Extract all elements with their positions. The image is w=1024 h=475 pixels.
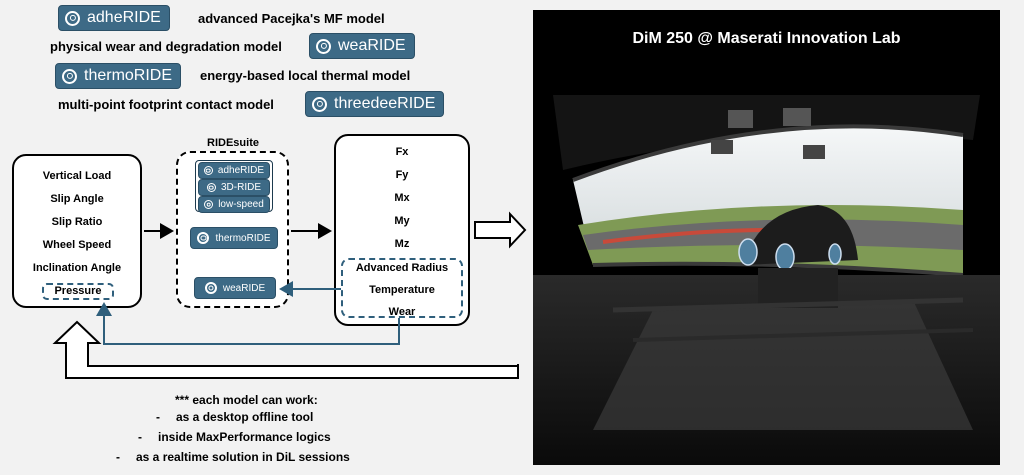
group-adheride-label: adheRIDE xyxy=(217,165,265,176)
tire-icon xyxy=(197,232,210,244)
car-wheel-right xyxy=(828,243,842,265)
thermoride-badge-label: thermoRIDE xyxy=(84,67,173,84)
note-bullet-1: - xyxy=(156,410,160,424)
suite-wearide-label: weaRIDE xyxy=(222,282,266,294)
thermoride-description: energy-based local thermal model xyxy=(200,68,411,83)
tire-icon xyxy=(65,10,80,26)
note-text-2: inside MaxPerformance logics xyxy=(158,430,331,444)
output-fx: Fx xyxy=(395,146,409,158)
output-advanced-radius: Advanced Radius xyxy=(355,262,449,274)
input-vertical-load: Vertical Load xyxy=(42,170,112,182)
pressure-dashed-box xyxy=(42,283,114,300)
arrow-wear-to-pressure xyxy=(96,302,400,345)
adheride-description: advanced Pacejka's MF model xyxy=(198,11,385,26)
tire-icon xyxy=(206,183,216,192)
note-bullet-3: - xyxy=(116,450,120,464)
group-3d-ride: 3D-RIDE xyxy=(198,179,270,196)
adheride-badge-label: adheRIDE xyxy=(87,9,161,26)
platform xyxy=(593,300,973,430)
diagram-connectors xyxy=(52,211,527,379)
note-text-1: as a desktop offline tool xyxy=(176,410,314,424)
threedeeride-badge: threedeeRIDE xyxy=(305,91,445,117)
projector-2 xyxy=(783,108,811,126)
input-slip-ratio: Slip Ratio xyxy=(51,216,103,228)
notes-header: *** each model can work: xyxy=(175,393,318,407)
output-fy: Fy xyxy=(395,169,409,181)
input-pressure: Pressure xyxy=(54,285,102,297)
adheride-badge: adheRIDE xyxy=(58,5,170,31)
projector-1 xyxy=(728,110,753,128)
car-wheel-left xyxy=(738,238,758,266)
group-low-speed-label: low-speed xyxy=(218,199,264,210)
output-wear: Wear xyxy=(388,306,416,318)
note-text-3: as a realtime solution in DiL sessions xyxy=(136,450,350,464)
wearide-badge-label: weaRIDE xyxy=(338,37,406,54)
suite-thermoride-label: thermoRIDE xyxy=(215,232,271,244)
tire-icon xyxy=(204,282,217,294)
extra-outputs-dashed-box xyxy=(341,258,463,318)
big-feedback-arrow xyxy=(52,320,519,379)
suite-thermoride: thermoRIDE xyxy=(190,227,278,249)
output-mz: Mz xyxy=(394,238,410,250)
projector-3 xyxy=(711,140,733,154)
simulator-photo-panel: DiM 250 @ Maserati Innovation Lab xyxy=(533,10,1000,465)
outputs-box xyxy=(334,134,470,326)
wearide-badge: weaRIDE xyxy=(309,33,415,59)
motion-rig xyxy=(758,268,838,308)
tire-icon xyxy=(312,96,327,112)
wearide-description: physical wear and degradation model xyxy=(50,39,282,54)
input-wheel-speed: Wheel Speed xyxy=(42,239,112,251)
group-low-speed: low-speed xyxy=(198,196,270,213)
tire-icon xyxy=(203,166,213,175)
group-adheride: adheRIDE xyxy=(198,162,270,179)
input-slip-angle: Slip Angle xyxy=(50,193,104,205)
car-wheel-front xyxy=(775,243,795,271)
big-arrow-to-photo xyxy=(474,211,527,249)
suite-wearide: weaRIDE xyxy=(194,277,276,299)
tire-icon xyxy=(62,68,77,84)
projector-4 xyxy=(803,145,825,159)
output-mx: Mx xyxy=(394,192,410,204)
threedeeride-badge-label: threedeeRIDE xyxy=(334,95,436,112)
note-bullet-2: - xyxy=(138,430,142,444)
output-my: My xyxy=(394,215,410,227)
input-inclination-angle: Inclination Angle xyxy=(32,262,122,274)
tire-icon xyxy=(204,200,214,209)
inputs-box xyxy=(12,154,142,308)
tire-icon xyxy=(316,38,331,54)
simulator-photo xyxy=(533,95,1000,465)
thermoride-badge: thermoRIDE xyxy=(55,63,182,89)
group-3d-ride-label: 3D-RIDE xyxy=(220,182,261,193)
ridesuite-title: RIDEsuite xyxy=(207,137,259,149)
output-temperature: Temperature xyxy=(369,284,435,296)
threedeeride-description: multi-point footprint contact model xyxy=(58,97,274,112)
photo-title: DiM 250 @ Maserati Innovation Lab xyxy=(632,30,901,47)
